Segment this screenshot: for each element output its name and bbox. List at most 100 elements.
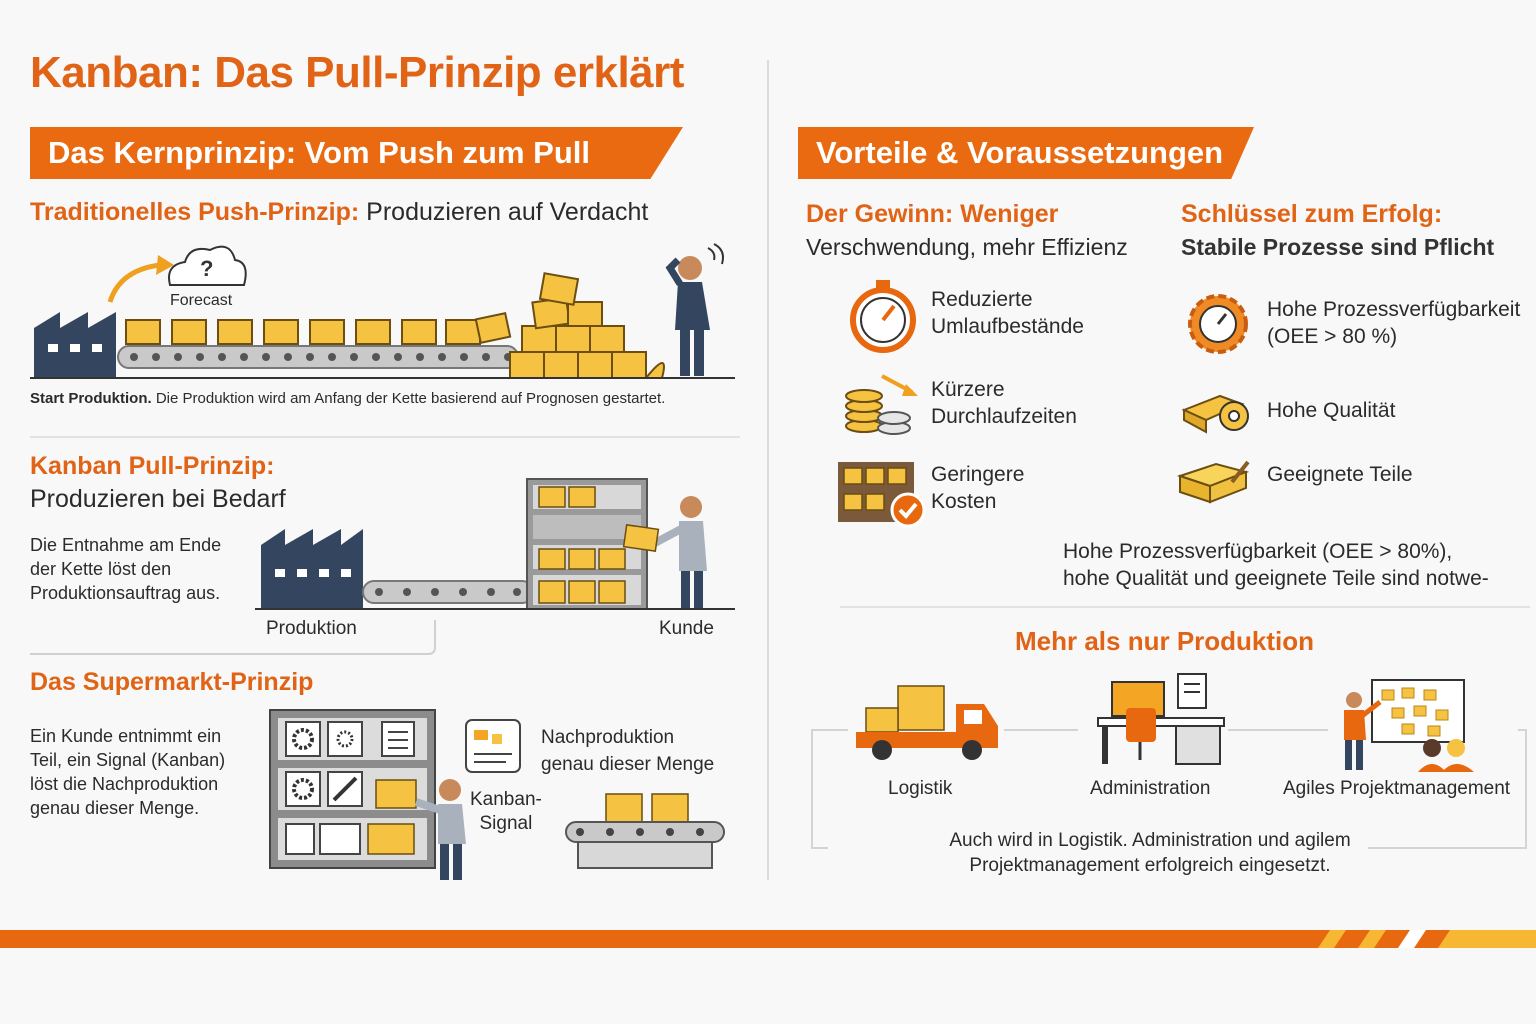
quality-tape-icon xyxy=(1181,394,1249,434)
supermarket-text-line: genau dieser Menge. xyxy=(30,798,200,818)
pull-illustration xyxy=(255,478,735,610)
left-divider-1 xyxy=(30,436,740,438)
shelf-check-icon xyxy=(838,462,926,528)
desk-icon xyxy=(1097,673,1225,765)
gain-item-line: Geringere xyxy=(931,463,1025,486)
reproduction-line: Nachproduktion xyxy=(541,727,675,748)
supermarket-text: Ein Kunde entnimmt ein Teil, ein Signal … xyxy=(30,724,225,820)
gain-item-3: Geringere Kosten xyxy=(931,461,1024,515)
gain-item-line: Kürzere xyxy=(931,378,1005,401)
supermarket-heading: Das Supermarkt-Prinzip xyxy=(30,668,314,696)
factory-icon xyxy=(261,529,363,609)
forecast-arrow-icon xyxy=(107,262,161,303)
gain-item-line: Reduzierte xyxy=(931,288,1033,311)
gear-icon xyxy=(292,728,314,750)
pull-production-label: Produktion xyxy=(266,618,357,639)
kanban-signal-label: Kanban- Signal xyxy=(470,788,542,836)
gain-heading-orange: Der Gewinn: Weniger xyxy=(806,200,1059,228)
pull-conveyor xyxy=(362,580,534,604)
reproduction-line: genau dieser Menge xyxy=(541,754,715,775)
truck-icon xyxy=(856,685,998,760)
factory-icon xyxy=(34,312,116,378)
key-item-1: Hohe Prozessverfügbarkeit (OEE > 80 %) xyxy=(1267,296,1520,350)
key-item-line: Geeignete Teile xyxy=(1267,463,1413,486)
push-illustration: ? xyxy=(30,243,735,379)
page-title: Kanban: Das Pull-Prinzip erklärt xyxy=(30,48,684,97)
pull-text-line: Produktionsauftrag aus. xyxy=(30,583,221,603)
worried-worker-icon xyxy=(665,243,724,376)
key-summary: Hohe Prozessverfügbarkeit (OEE > 80%), h… xyxy=(1063,538,1489,592)
right-divider xyxy=(840,606,1530,608)
left-banner: Das Kernprinzip: Vom Push zum Pull xyxy=(30,127,683,179)
gears-icon xyxy=(336,730,354,748)
key-item-2: Hohe Qualität xyxy=(1267,397,1395,424)
pull-text: Die Entnahme am Ende der Kette löst den … xyxy=(30,533,221,605)
forecast-label: Forecast xyxy=(170,292,233,309)
conveyor-rollers xyxy=(130,353,512,361)
key-item-3: Geeignete Teile xyxy=(1267,461,1413,488)
area-administration: Administration xyxy=(1090,778,1211,799)
key-heading-orange: Schlüssel zum Erfolg: xyxy=(1181,200,1443,228)
push-caption-bold: Start Produktion. xyxy=(30,390,152,407)
cloud-question-mark: ? xyxy=(200,256,213,281)
more-caption-line: Auch wird in Logistik. Administration un… xyxy=(949,830,1351,851)
kanban-card-icon xyxy=(367,823,415,855)
key-item-line: (OEE > 80 %) xyxy=(1267,325,1398,348)
right-banner: Vorteile & Voraussetzungen xyxy=(798,127,1254,179)
pull-text-line: der Kette löst den xyxy=(30,559,172,579)
pull-customer-label: Kunde xyxy=(659,618,714,639)
shelf-icon xyxy=(526,478,648,610)
supermarket-illustration xyxy=(269,709,725,880)
conveyor-rollers xyxy=(375,588,521,596)
push-boxes xyxy=(125,311,512,345)
more-caption-line: Projektmanagement erfolgreich eingesetzt… xyxy=(969,855,1331,876)
gain-item-line: Kosten xyxy=(931,490,997,513)
kanban-signal-line: Signal xyxy=(479,813,533,834)
agile-board-icon xyxy=(1344,679,1474,772)
pull-bracket xyxy=(30,620,436,655)
box-tool-icon xyxy=(1176,460,1250,504)
supermarket-shelf-icon xyxy=(269,709,436,869)
key-summary-line: Hohe Prozessverfügbarkeit (OEE > 80%), xyxy=(1063,540,1453,563)
pull-heading-orange: Kanban Pull-Prinzip: xyxy=(30,452,275,480)
box-pile xyxy=(509,272,665,379)
reproduction-conveyor-icon xyxy=(565,793,725,869)
more-caption: Auch wird in Logistik. Administration un… xyxy=(920,828,1380,878)
push-heading: Traditionelles Push-Prinzip: Produzieren… xyxy=(30,198,648,227)
reproduction-label: Nachproduktion genau dieser Menge xyxy=(541,724,714,778)
key-item-line: Hohe Prozessverfügbarkeit xyxy=(1267,298,1521,321)
pull-heading-rest: Produzieren bei Bedarf xyxy=(30,485,286,513)
area-agile: Agiles Projektmanagement xyxy=(1283,778,1511,799)
kanban-signal-card-icon xyxy=(465,719,521,773)
coin-stack-icon xyxy=(845,374,918,435)
key-item-line: Hohe Qualität xyxy=(1267,399,1396,422)
gain-item-line: Durchlaufzeiten xyxy=(931,405,1077,428)
forecast-arrow-head-icon xyxy=(156,255,174,275)
wrench-icon xyxy=(332,776,358,802)
more-frame xyxy=(811,729,1527,849)
push-caption: Start Produktion. Die Produktion wird am… xyxy=(30,390,665,407)
column-divider xyxy=(767,60,769,880)
gain-item-2: Kürzere Durchlaufzeiten xyxy=(931,376,1077,430)
stripe-hatch xyxy=(1318,930,1536,948)
push-caption-text: Die Produktion wird am Anfang der Kette … xyxy=(155,390,666,407)
gear-gauge-icon xyxy=(1188,294,1248,354)
more-heading: Mehr als nur Produktion xyxy=(1015,626,1315,656)
supermarket-text-line: Teil, ein Signal (Kanban) xyxy=(30,750,226,770)
picker-worker-icon xyxy=(414,779,466,880)
kanban-signal-line: Kanban- xyxy=(470,789,542,810)
key-heading-rest: Stabile Prozesse sind Pflicht xyxy=(1181,234,1495,260)
stopwatch-icon xyxy=(850,280,916,353)
key-summary-line: hohe Qualität und geeignete Teile sind n… xyxy=(1063,567,1489,590)
gain-item-1: Reduzierte Umlaufbestände xyxy=(931,286,1084,340)
push-heading-orange: Traditionelles Push-Prinzip: xyxy=(30,198,360,226)
gain-heading-rest: Verschwendung, mehr Effizienz xyxy=(806,234,1128,260)
bottom-stripe xyxy=(0,930,1536,948)
supermarket-text-line: löst die Nachproduktion xyxy=(30,774,219,794)
area-logistics: Logistik xyxy=(888,778,953,799)
supermarket-text-line: Ein Kunde entnimmt ein xyxy=(30,726,222,746)
cloud-icon xyxy=(168,245,247,286)
pull-text-line: Die Entnahme am Ende xyxy=(30,535,222,555)
gear-icon xyxy=(292,778,314,800)
customer-worker-icon xyxy=(622,496,707,609)
